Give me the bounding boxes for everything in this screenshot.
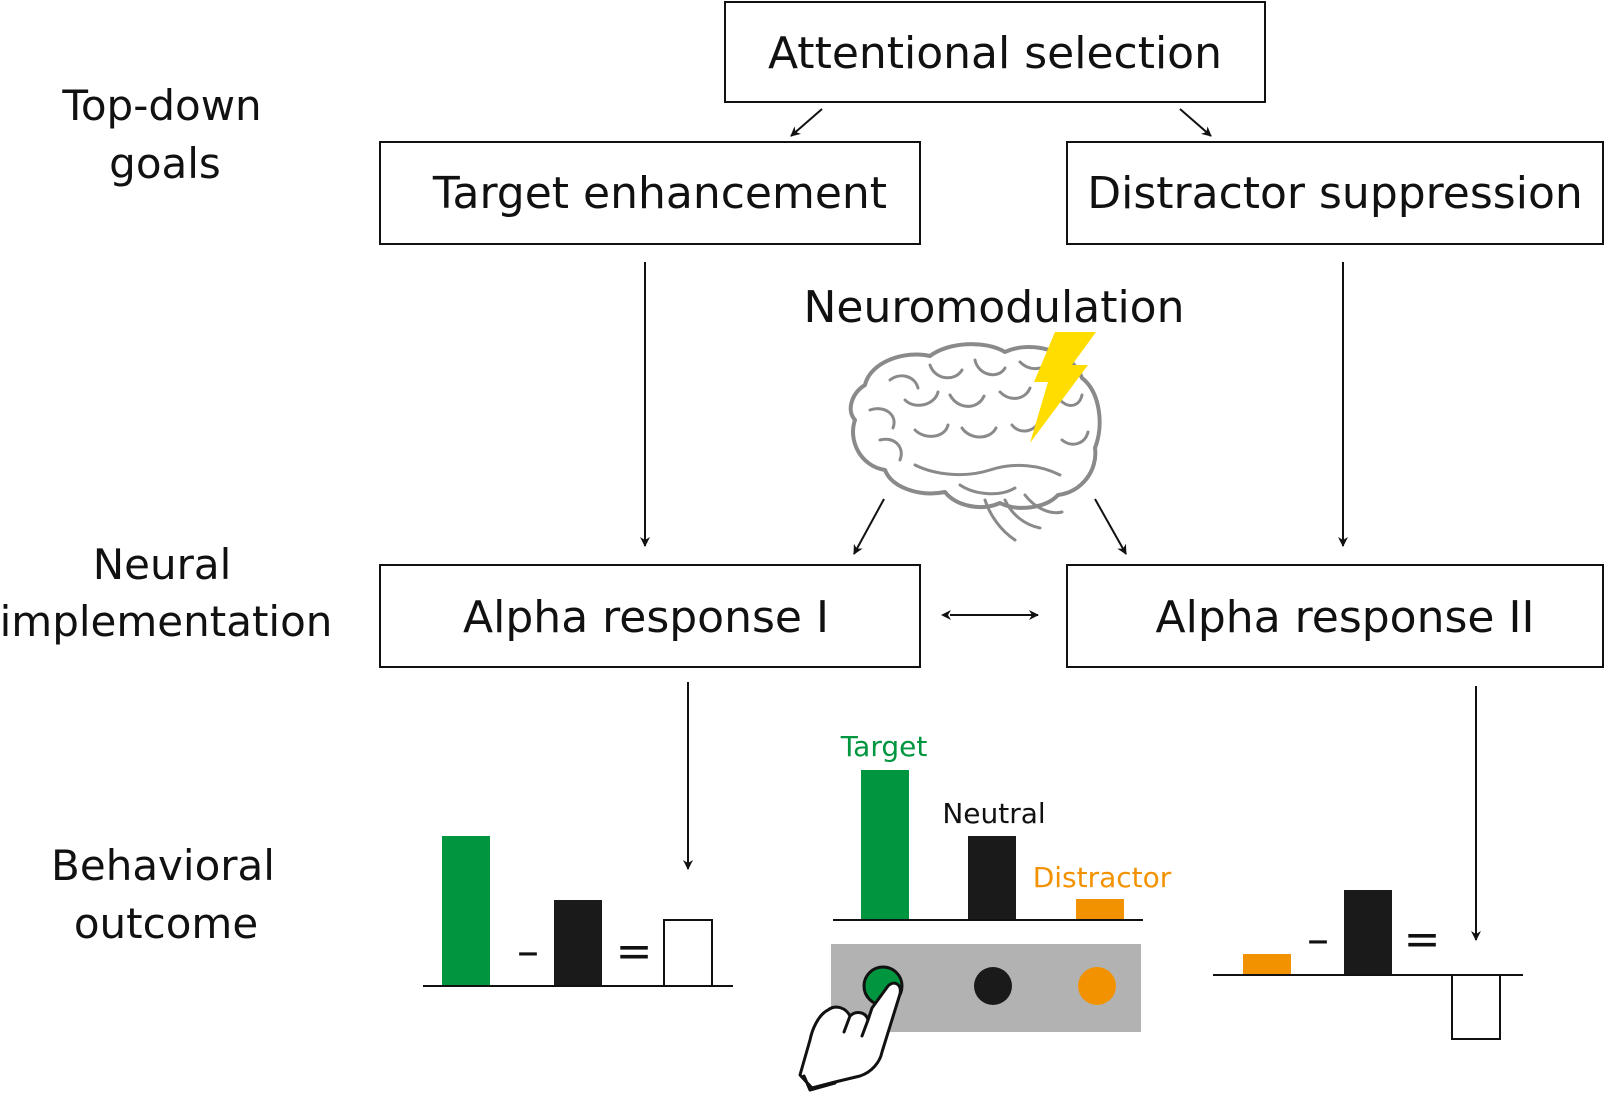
alpha-response-1-box: Alpha response I: [379, 564, 921, 668]
distractor-suppression-box: Distractor suppression: [1066, 141, 1604, 245]
distractor-bar-right: [1243, 954, 1291, 975]
target-label: Target: [840, 730, 928, 763]
distractor-button: [1078, 967, 1116, 1005]
minus-sign-left: –: [517, 926, 539, 977]
row-label-implementation: implementation: [0, 597, 332, 646]
neutral-label: Neutral: [942, 797, 1045, 830]
arrow-selection-to-target: [790, 108, 823, 137]
arrow-brain-to-alpha-2: [1094, 498, 1127, 555]
target-enhancement-label: Target enhancement: [432, 168, 887, 219]
arrow-selection-to-distractor: [1179, 108, 1212, 137]
equals-sign-right: =: [1404, 914, 1441, 965]
alpha-response-2-box: Alpha response II: [1066, 564, 1604, 668]
alpha-response-2-label: Alpha response II: [1156, 592, 1535, 643]
outcome-left-group: – =: [423, 836, 733, 987]
target-bar-left: [442, 836, 490, 986]
pointing-hand-icon: [798, 981, 902, 1092]
distractor-bar-middle: [1076, 899, 1124, 920]
attentional-selection-label: Attentional selection: [768, 28, 1222, 79]
row-label-top-down: Top-down: [61, 81, 261, 130]
arrow-brain-to-alpha-1: [853, 498, 885, 555]
neutral-bar-left: [554, 900, 602, 986]
minus-sign-right: –: [1307, 914, 1329, 965]
outcome-right-group: – =: [1213, 890, 1523, 1040]
neuromodulation-label: Neuromodulation: [804, 282, 1185, 333]
attentional-selection-box: Attentional selection: [724, 1, 1266, 103]
lightning-bolt-icon: [1030, 332, 1096, 443]
equals-sign-left: =: [616, 926, 653, 977]
enhancement-result-bar: [663, 919, 713, 987]
row-label-goals: goals: [109, 139, 221, 188]
distractor-label: Distractor: [1033, 861, 1172, 894]
neutral-button: [974, 967, 1012, 1005]
neutral-bar-right: [1344, 890, 1392, 975]
suppression-result-bar: [1451, 974, 1501, 1040]
neutral-bar-middle: [968, 836, 1016, 920]
row-label-neural: Neural: [93, 540, 232, 589]
alpha-response-1-label: Alpha response I: [463, 592, 829, 643]
brain-icon: [848, 342, 1102, 542]
row-label-outcome: outcome: [74, 899, 258, 948]
distractor-suppression-label: Distractor suppression: [1087, 168, 1583, 219]
target-enhancement-box: Target enhancement: [379, 141, 921, 245]
outcome-middle-chart: Target Neutral Distractor: [833, 730, 1172, 921]
target-bar-middle: [861, 770, 909, 920]
row-label-behavioral: Behavioral: [51, 841, 275, 890]
